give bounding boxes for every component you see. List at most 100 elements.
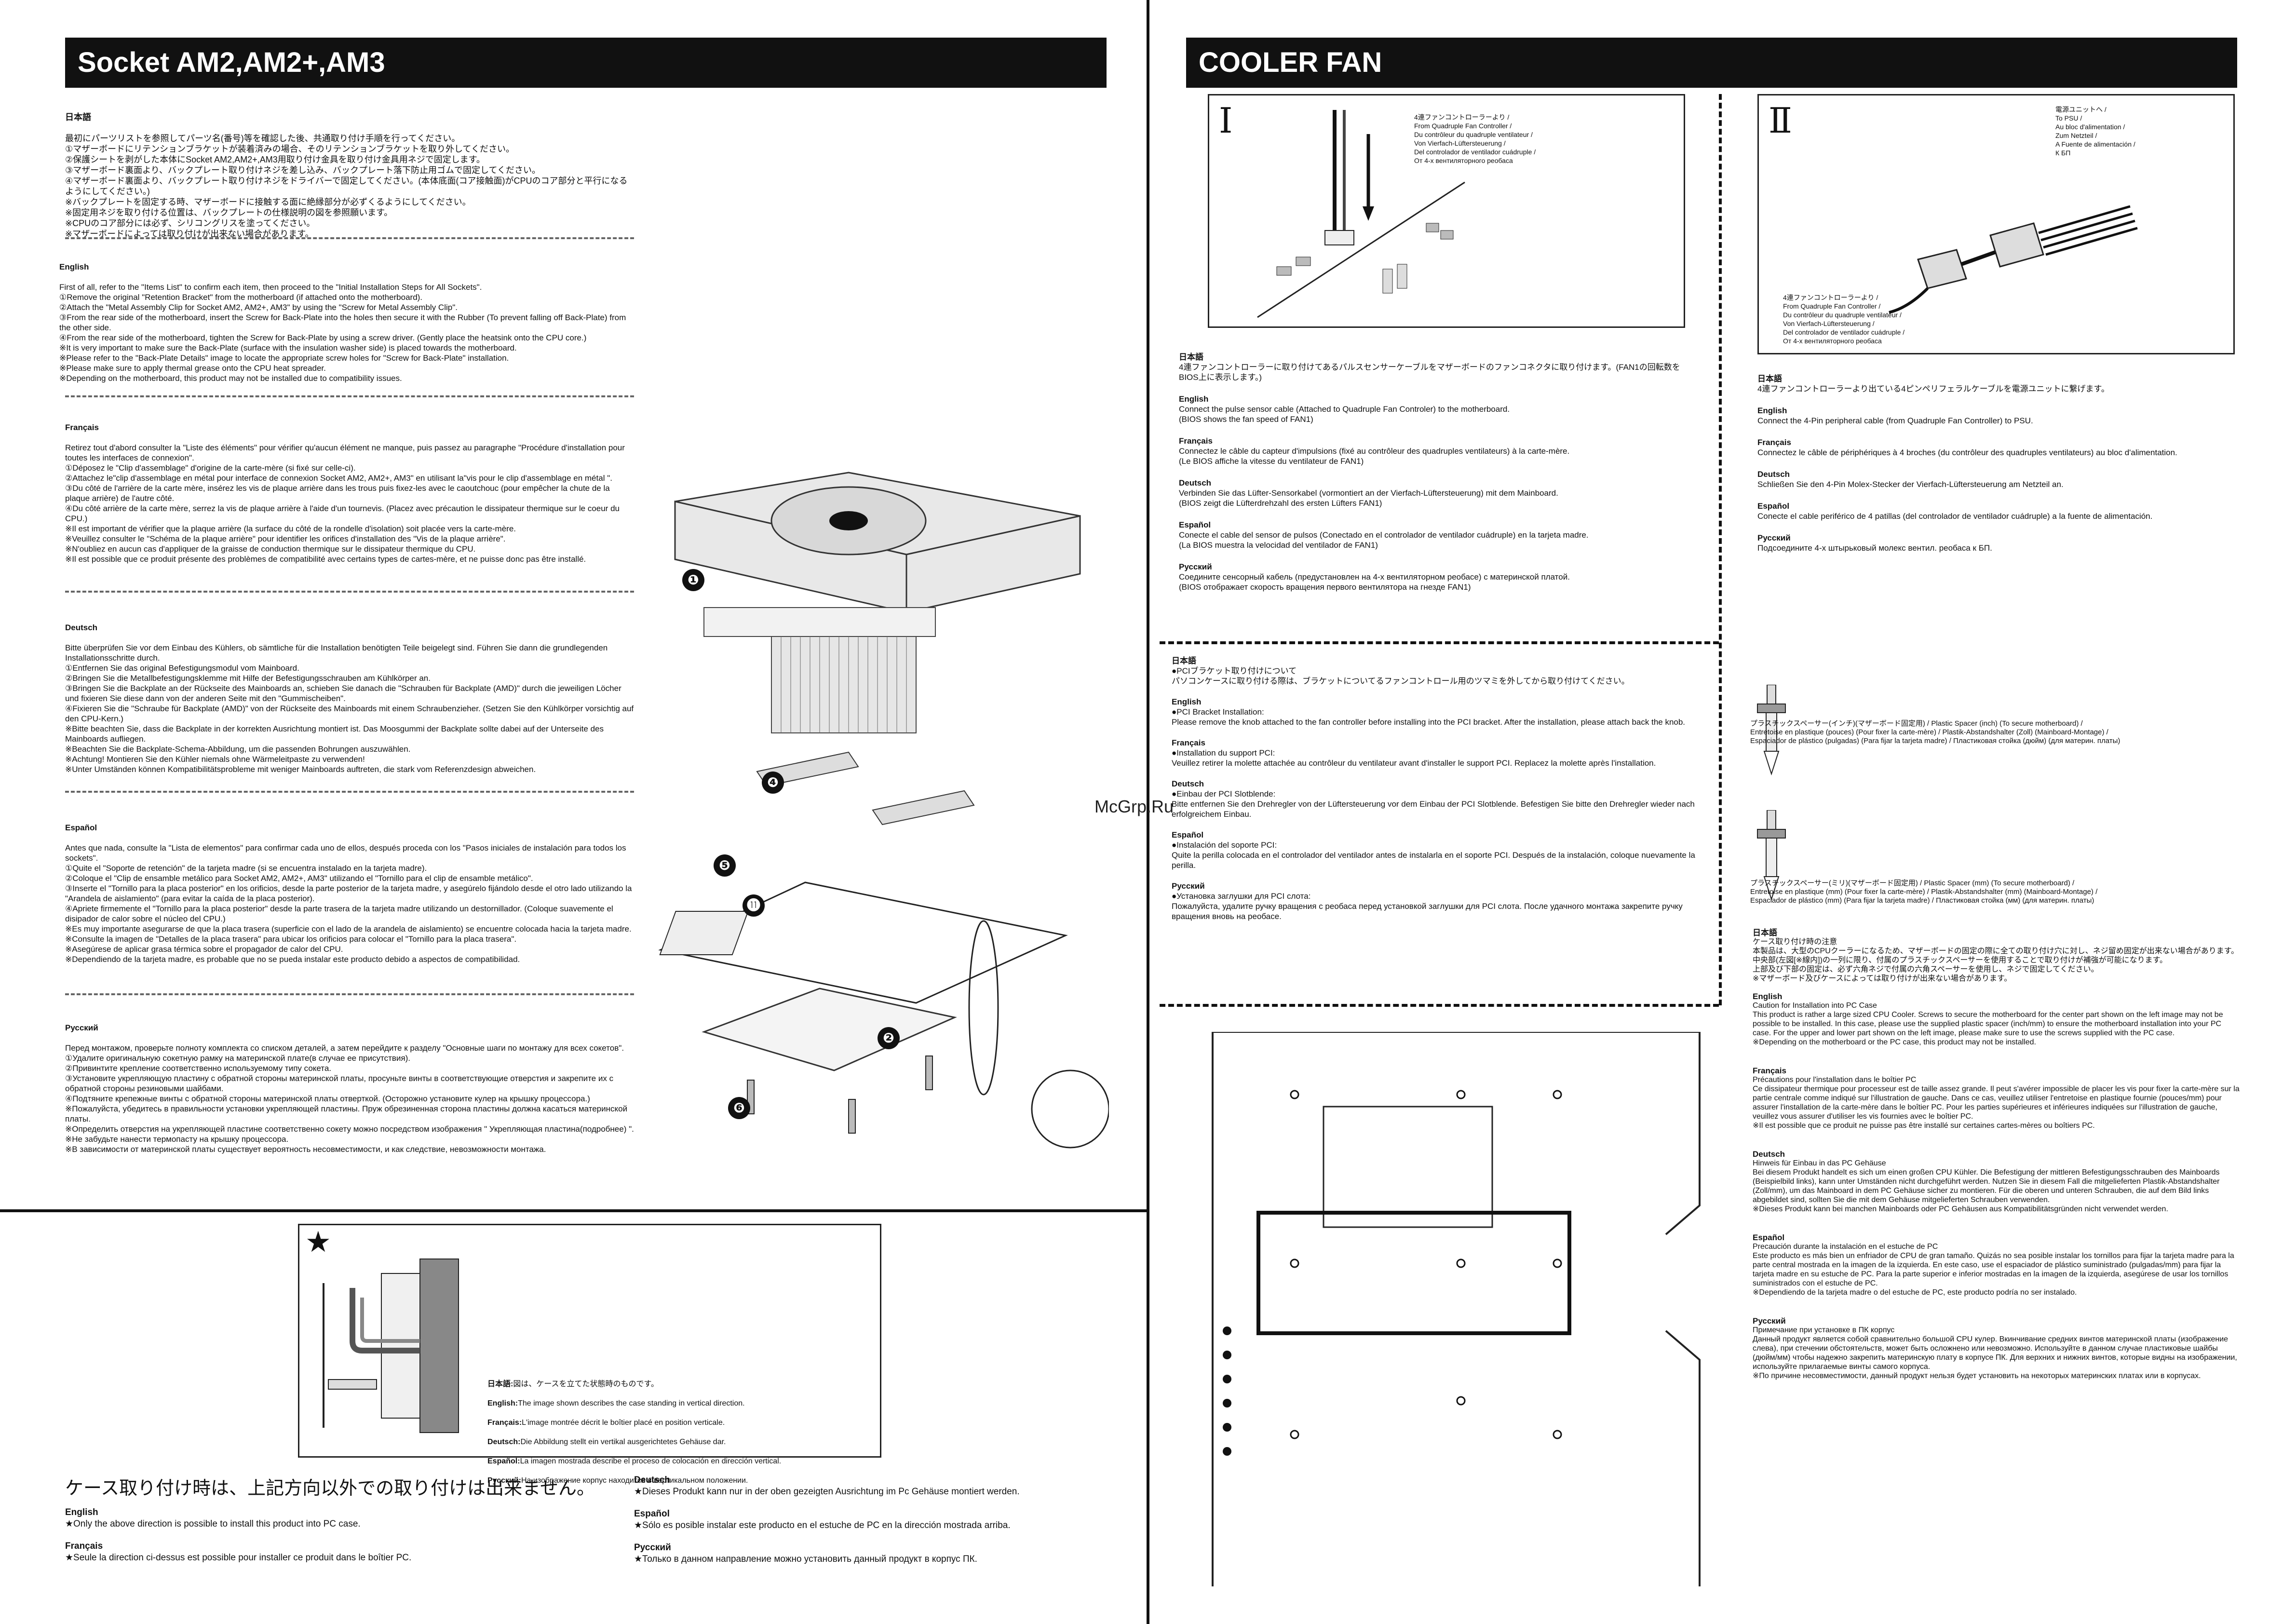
ru-heading: Русский (65, 1023, 98, 1032)
figure-1-fan-sensor: Ⅰ 4連ファンコントローラーより / From Quadruple Fan Co… (1208, 94, 1685, 328)
star-en-text: ★Only the above direction is possible to… (65, 1519, 361, 1529)
divider (65, 591, 634, 593)
fig2-svg (1889, 205, 2138, 314)
star-ru-text: ★Только в данном направление можно устан… (634, 1554, 977, 1564)
star-symbol: ★ (305, 1226, 331, 1258)
diagram-label: ❻ (728, 1097, 750, 1119)
case-item: 日本語ケース取り付け時の注意本製品は、大型のCPUクーラーになるため、マザーボー… (1753, 928, 2239, 983)
fr-heading: Français (65, 423, 99, 432)
dashed-divider (1160, 641, 1719, 644)
horizontal-divider (0, 1209, 1148, 1212)
ru-body: Перед монтажом, проверьте полноту компле… (65, 1043, 634, 1154)
fig1-label: 4連ファンコントローラーより / From Quadruple Fan Cont… (1414, 113, 1536, 164)
section-title-cooler-fan: COOLER FAN (1186, 38, 2237, 88)
case-caution-text: 日本語ケース取り付け時の注意本製品は、大型のCPUクーラーになるため、マザーボー… (1753, 928, 2240, 1380)
left-ru-block: Русский Перед монтажом, проверьте полнот… (65, 1013, 634, 1164)
left-es-block: Español Antes que nada, consulte la "Lis… (65, 812, 634, 974)
fig2-label-bottom: 4連ファンコントローラーより / From Quadruple Fan Cont… (1783, 294, 1905, 345)
section-title-socket: Socket AM2,AM2+,AM3 (65, 38, 1107, 88)
star-fr-head: Français (65, 1541, 103, 1551)
spacer-mm-label: プラスチックスペーサー(ミリ)(マザーボード固定用) / Plastic Spa… (1750, 879, 2098, 905)
star-de-text: ★Dieses Produkt kann nur in der oben gez… (634, 1487, 1020, 1497)
star-en-head: English (65, 1507, 98, 1517)
spacer-mm-icon (1757, 810, 1786, 901)
pci-item: Deutsch●Einbau der PCI Slotblende: Bitte… (1172, 779, 1695, 819)
left-de-block: Deutsch Bitte überprüfen Sie vor dem Ein… (65, 612, 634, 785)
star-es-head: Español (634, 1509, 670, 1519)
diagram-label: ❺ (714, 854, 736, 877)
spacer-inch-label: プラスチックスペーサー(インチ)(マザーボード固定用) / Plastic Sp… (1750, 719, 2120, 745)
pci-item: Русский●Установка заглушки для PCI слота… (1172, 881, 1683, 921)
left-en-block: English First of all, refer to the "Item… (59, 252, 633, 393)
star-desc-line: 日本語:図は、ケースを立てた状態時のものです。 (487, 1380, 659, 1388)
ja-heading: 日本語 (65, 112, 91, 122)
star-fr: Français ★Seule la direction ci-dessus e… (65, 1541, 595, 1564)
star-desc-line: English:The image shown describes the ca… (487, 1399, 745, 1407)
star-es: Español ★Sólo es posible instalar este p… (634, 1508, 1140, 1531)
diagram-label: ❷ (878, 1027, 900, 1049)
spacer-inch-icon (1757, 685, 1786, 776)
star-desc-line: Français:L'image montrée décrit le boîti… (487, 1419, 725, 1427)
star-desc-line: Deutsch:Die Abbildung stellt ein vertika… (487, 1438, 726, 1446)
star-es-text: ★Sólo es posible instalar este producto … (634, 1520, 1011, 1530)
figure-2-psu: Ⅱ 電源ユニットへ / To PSU / Au bloc d'alimentat… (1757, 94, 2235, 354)
star-fr-text: ★Seule la direction ci-dessus est possib… (65, 1553, 412, 1563)
es-body: Antes que nada, consulte la "Lista de el… (65, 843, 632, 964)
dashed-divider (1160, 1004, 1719, 1007)
pci-item: English●PCI Bracket Installation: Please… (1172, 697, 1686, 727)
diagram-label: ❶ (682, 569, 704, 591)
divider (65, 993, 634, 995)
pci-text: 日本語●PCIブラケット取り付けについて パソコンケースに取り付ける際は、ブラケ… (1172, 656, 1704, 921)
de-body: Bitte überprüfen Sie vor dem Einbau des … (65, 643, 634, 774)
star-de: Deutsch ★Dieses Produkt kann nur in der … (634, 1475, 1140, 1498)
ja-body: 最初にパーツリストを参照してパーツ名(番号)等を確認した後、共通取り付け手順を行… (65, 134, 628, 239)
star-desc-line: Español:La imagen mostrada describe el p… (487, 1457, 782, 1465)
en-body: First of all, refer to the "Items List" … (59, 283, 626, 383)
watermark: McGrp.Ru (1094, 797, 1174, 816)
dashed-divider (1719, 94, 1722, 1005)
diagram-label: ❹ (762, 771, 784, 794)
divider (65, 395, 634, 397)
star-desc: 日本語:図は、ケースを立てた状態時のものです。 English:The imag… (487, 1370, 873, 1495)
roman-numeral-2: Ⅱ (1769, 100, 1792, 141)
star-de-head: Deutsch (634, 1475, 670, 1485)
cooler-diagram-svg (658, 472, 1110, 1149)
diagram-label: ⓫ (743, 894, 765, 917)
pci-item: Français●Installation du support PCI: Ve… (1172, 738, 1656, 768)
pci-item: 日本語●PCIブラケット取り付けについて パソコンケースに取り付ける際は、ブラケ… (1172, 656, 1630, 686)
es-heading: Español (65, 823, 97, 832)
roman-numeral-1: Ⅰ (1219, 100, 1233, 141)
case-direction-heading: ケース取り付け時は、上記方向以外での取り付けは出来ません。 (65, 1478, 595, 1499)
left-fr-block: Français Retirez tout d'abord consulter … (65, 412, 634, 574)
left-ja-block: 日本語 最初にパーツリストを参照してパーツ名(番号)等を確認した後、共通取り付け… (65, 101, 634, 250)
vertical-case-svg (323, 1259, 459, 1433)
star-en: English ★Only the above direction is pos… (65, 1507, 595, 1530)
divider (65, 237, 634, 239)
divider (65, 791, 634, 793)
center-divider (1147, 0, 1149, 1624)
fig1-svg (1257, 110, 1465, 318)
fr-body: Retirez tout d'abord consulter la "Liste… (65, 443, 625, 564)
case-mounting-figure (1208, 1031, 1719, 1586)
fig2-label-top: 電源ユニットへ / To PSU / Au bloc d'alimentatio… (2055, 106, 2135, 157)
en-heading: English (59, 262, 89, 271)
star-ru: Русский ★Только в данном направление мож… (634, 1542, 1140, 1565)
star-ru-head: Русский (634, 1543, 671, 1553)
